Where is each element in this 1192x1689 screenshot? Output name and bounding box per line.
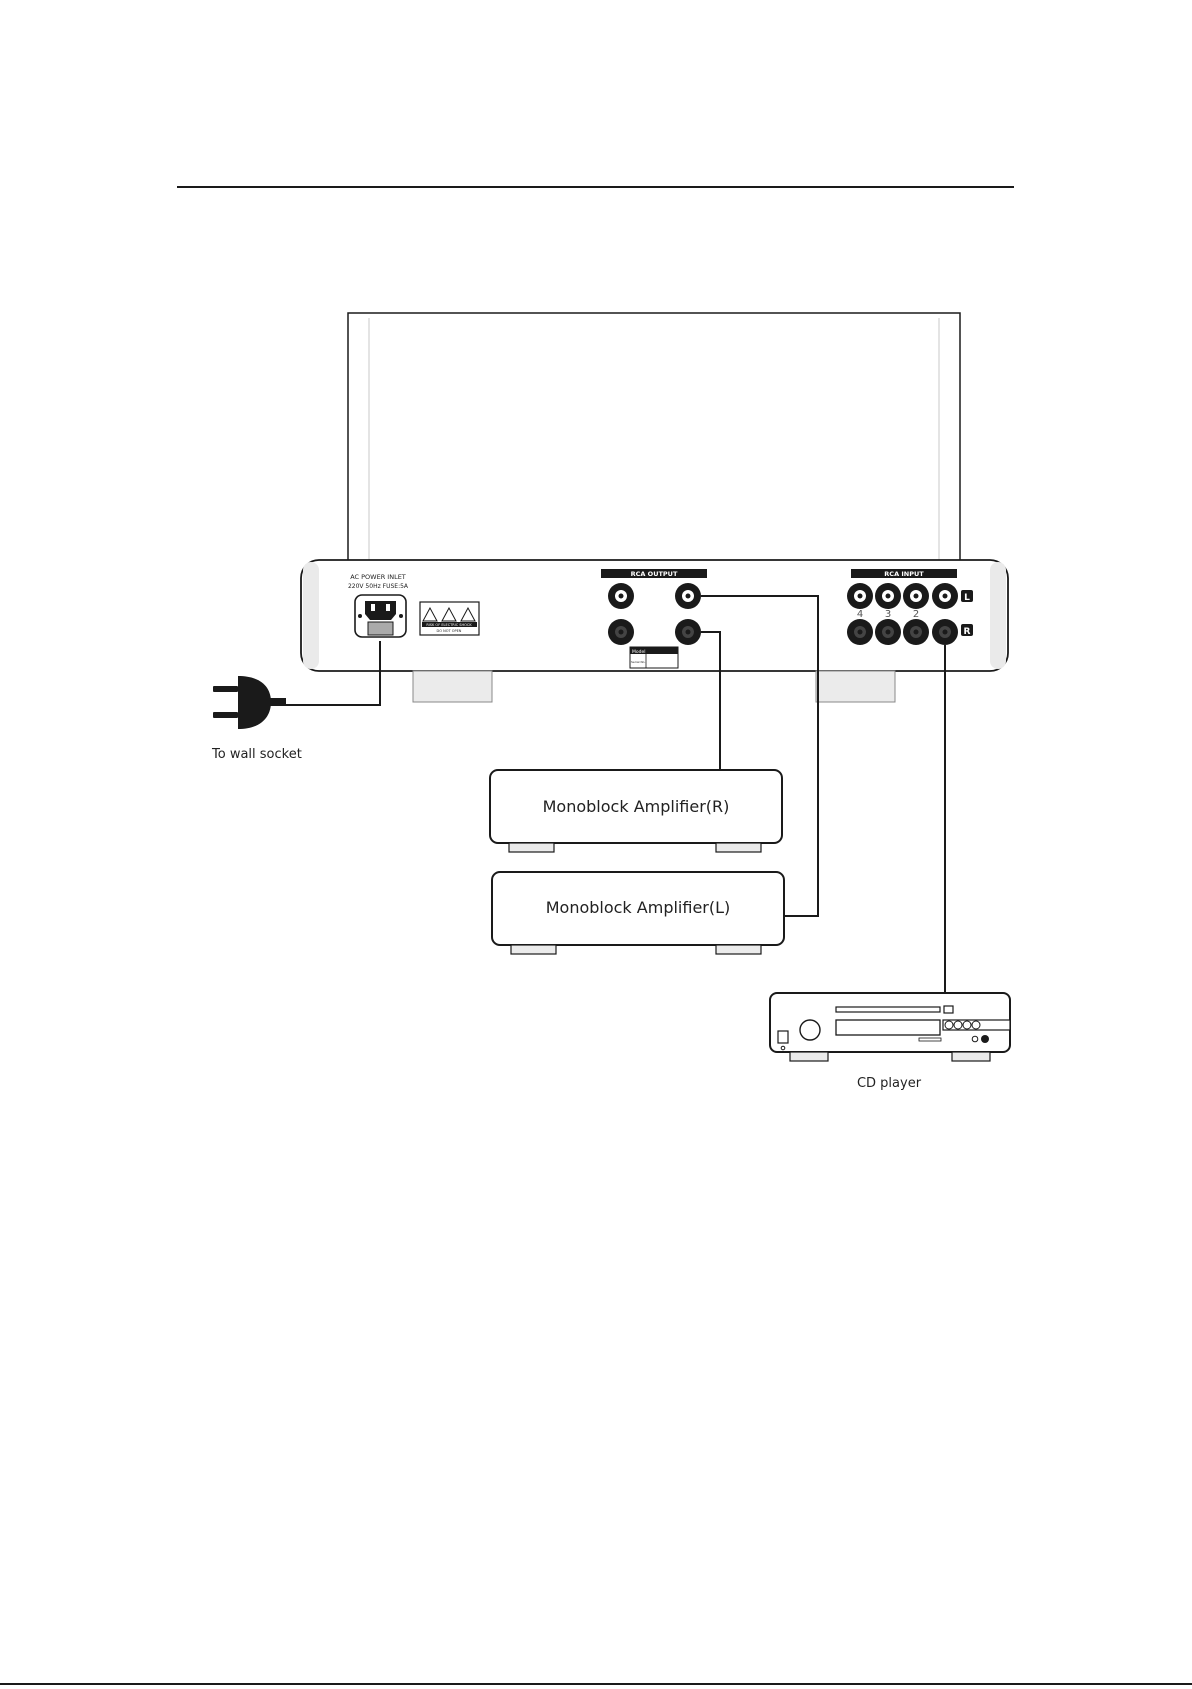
model-plate: Model Serial No. <box>630 647 678 668</box>
left-channel-text: L <box>964 593 970 603</box>
standby-indicator <box>981 1035 989 1043</box>
input-number-3: 3 <box>885 609 891 620</box>
unit-foot-left <box>413 671 492 702</box>
rca-input-jack <box>903 619 929 645</box>
unit-top-cover <box>348 313 960 563</box>
rca-input-header: RCA INPUT <box>851 569 957 578</box>
rca-output-header: RCA OUTPUT <box>601 569 707 578</box>
rca-output-jack <box>608 619 634 645</box>
rca-input-jack <box>903 583 929 609</box>
warning-label: RISK OF ELECTRIC SHOCK DO NOT OPEN <box>420 602 479 635</box>
right-channel-tag: R <box>961 624 973 637</box>
amp-right-label: Monoblock Amplifier(R) <box>543 797 730 816</box>
rca-output-jack <box>675 619 701 645</box>
volume-knob <box>800 1020 820 1040</box>
input-number-2: 2 <box>913 609 919 620</box>
model-label: Model <box>632 649 646 655</box>
rca-input-jack <box>875 619 901 645</box>
cd-player <box>770 993 1010 1061</box>
rca-input-label: RCA INPUT <box>884 570 924 578</box>
warning-text-2: DO NOT OPEN <box>437 629 462 633</box>
unit-foot-right <box>816 671 895 702</box>
input-number-4: 4 <box>857 609 863 620</box>
rca-input-jack <box>875 583 901 609</box>
ac-inlet-rating: 220V 50Hz FUSE:5A <box>348 583 409 590</box>
rca-output-jack <box>675 583 701 609</box>
amp-left-label: Monoblock Amplifier(L) <box>546 898 731 917</box>
power-plug-icon <box>213 676 286 729</box>
ac-inlet-title: AC POWER INLET <box>350 573 406 581</box>
plug-label: To wall socket <box>211 747 302 762</box>
display-window <box>836 1020 940 1035</box>
rca-input-jack <box>932 583 958 609</box>
cd-player-label: CD player <box>857 1076 922 1091</box>
monoblock-amplifier-left: Monoblock Amplifier(L) <box>492 872 784 954</box>
rca-input-jack <box>847 583 873 609</box>
left-channel-tag: L <box>961 590 973 603</box>
right-channel-text: R <box>964 627 971 637</box>
rca-output-label: RCA OUTPUT <box>631 570 678 578</box>
rca-output-jack <box>608 583 634 609</box>
monoblock-amplifier-right: Monoblock Amplifier(R) <box>490 770 782 852</box>
warning-text-1: RISK OF ELECTRIC SHOCK <box>426 623 472 627</box>
serial-label: Serial No. <box>631 660 645 664</box>
ac-power-inlet <box>355 595 406 637</box>
eject-button <box>944 1006 953 1013</box>
rca-input-jack <box>847 619 873 645</box>
rca-input-jack <box>932 619 958 645</box>
power-switch <box>778 1031 788 1043</box>
disc-slot <box>836 1007 940 1012</box>
